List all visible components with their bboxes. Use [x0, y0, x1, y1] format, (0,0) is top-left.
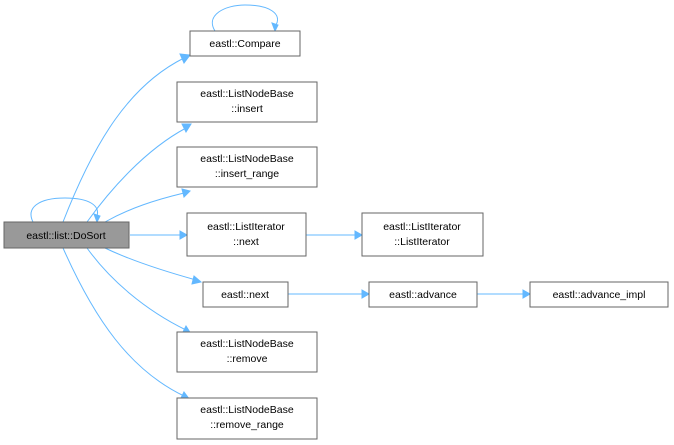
node-iter-next-label-1: eastl::ListIterator	[207, 221, 285, 233]
node-compare-label: eastl::Compare	[209, 38, 280, 50]
node-insert-label-1: eastl::ListNodeBase	[200, 88, 294, 100]
edge-dosort-self-arrow	[93, 213, 101, 224]
edge-dosort-iter-next-arrow	[179, 230, 189, 240]
edge-dosort-insert	[86, 127, 187, 223]
edge-dosort-insert-arrow	[181, 123, 192, 134]
node-advance[interactable]: eastl::advance	[368, 281, 478, 308]
node-iter-ctor-label-1: eastl::ListIterator	[383, 221, 461, 233]
edge-dosort-self	[30, 197, 99, 223]
node-iter-ctor[interactable]: eastl::ListIterator ::ListIterator	[361, 212, 484, 257]
node-advance-impl-label: eastl::advance_impl	[553, 289, 646, 301]
node-next-label: eastl::next	[221, 289, 269, 301]
edge-compare-self	[212, 4, 278, 32]
node-remove[interactable]: eastl::ListNodeBase ::remove	[176, 331, 318, 373]
edge-dosort-remove	[86, 247, 187, 331]
node-iter-next-label-2: ::next	[233, 236, 259, 248]
node-remove-label-1: eastl::ListNodeBase	[200, 338, 294, 350]
edge-dosort-remove-range	[62, 247, 185, 397]
node-next[interactable]: eastl::next	[202, 281, 289, 308]
node-insert-range[interactable]: eastl::ListNodeBase ::insert_range	[176, 146, 318, 188]
edge-compare-self-arrow	[271, 22, 279, 33]
edge-next-advance-arrow	[361, 289, 371, 299]
node-dosort-label: eastl::list::DoSort	[26, 230, 105, 242]
node-advance-impl[interactable]: eastl::advance_impl	[529, 281, 669, 308]
edge-dosort-compare-arrow	[179, 53, 191, 64]
edge-dosort-insert-range-arrow	[181, 188, 191, 198]
node-iter-ctor-label-2: ::ListIterator	[394, 236, 450, 248]
node-iter-next[interactable]: eastl::ListIterator ::next	[186, 212, 307, 257]
edges	[30, 4, 532, 401]
node-insert-range-label-2: ::insert_range	[215, 168, 279, 180]
node-insert[interactable]: eastl::ListNodeBase ::insert	[176, 81, 318, 123]
node-advance-label: eastl::advance	[389, 289, 457, 301]
node-remove-range[interactable]: eastl::ListNodeBase ::remove_range	[176, 397, 318, 440]
edge-dosort-insert-range	[104, 192, 185, 223]
edge-dosort-next	[104, 247, 197, 281]
node-compare[interactable]: eastl::Compare	[189, 30, 301, 57]
node-remove-label-2: ::remove	[227, 353, 268, 365]
edge-dosort-compare	[62, 57, 185, 223]
edge-dosort-next-arrow	[191, 275, 203, 285]
node-insert-label-2: ::insert	[231, 103, 263, 115]
edge-advance-advance-impl-arrow	[522, 289, 532, 299]
edge-iter-next-iter-ctor-arrow	[354, 230, 364, 240]
node-insert-range-label-1: eastl::ListNodeBase	[200, 153, 294, 165]
node-remove-range-label-1: eastl::ListNodeBase	[200, 404, 294, 416]
node-dosort[interactable]: eastl::list::DoSort	[3, 221, 130, 249]
node-remove-range-label-2: ::remove_range	[210, 419, 284, 431]
